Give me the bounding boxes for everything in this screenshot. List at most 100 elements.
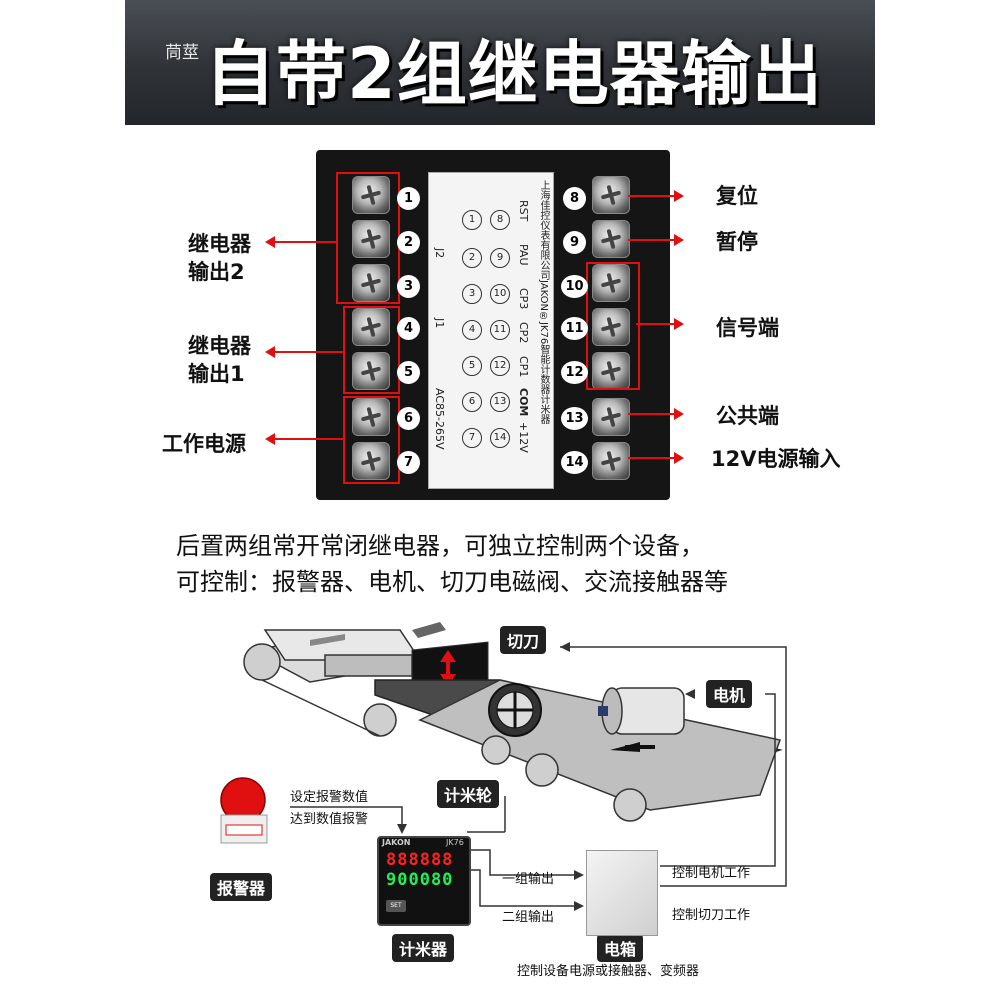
- arrow-line: [628, 239, 674, 241]
- plate-pin-num: 6: [462, 392, 482, 412]
- terminal-number: 1: [397, 187, 420, 210]
- roller: [613, 788, 647, 822]
- text-out1: 一组输出: [502, 872, 555, 887]
- counter-bottom-display: 900080: [386, 870, 454, 890]
- terminal-number: 12: [561, 361, 588, 384]
- arrow-right-icon: [674, 318, 684, 330]
- electric-box: [586, 850, 658, 936]
- plate-j1: J1: [433, 318, 446, 329]
- arrow-left-icon: [265, 346, 275, 358]
- roller: [525, 753, 559, 787]
- wire-cutter: [560, 646, 787, 887]
- terminal-number: 13: [561, 407, 588, 430]
- signal-highlight-box: [586, 262, 640, 390]
- text-out2: 二组输出: [502, 910, 555, 925]
- plate-pin: CP3: [517, 288, 530, 310]
- arrow-right-icon: [674, 190, 684, 202]
- plate-pin: COM: [517, 388, 530, 417]
- counter-brand: JAKON: [382, 838, 411, 847]
- screw-terminal-5: [352, 352, 390, 390]
- text-ctrl-cutter: 控制切刀工作: [672, 908, 751, 923]
- callout-relay2-line1: 继电器: [188, 232, 251, 256]
- label-meter-wheel: 计米轮: [437, 780, 500, 808]
- plate-pin: RST: [517, 200, 530, 222]
- terminal-number: 10: [561, 275, 588, 298]
- plate-pin-num: 14: [490, 428, 510, 448]
- label-alarm: 报警器: [210, 873, 273, 901]
- title-banner: [125, 0, 875, 125]
- motor-body: [611, 687, 685, 735]
- counter-set-button: SET: [386, 900, 406, 912]
- counter-model: JK76: [446, 838, 464, 847]
- screw-terminal-1: [352, 176, 390, 214]
- plate-pin-num: 11: [490, 320, 510, 340]
- direction-arrow-icon: [310, 634, 345, 646]
- screw-terminal-2: [352, 220, 390, 258]
- screw-terminal-7: [352, 442, 390, 480]
- callout-common: 公共端: [716, 404, 779, 428]
- arrow-line: [636, 323, 674, 325]
- screw-terminal-8: [592, 176, 630, 214]
- label-cutter: 切刀: [500, 626, 547, 654]
- screw-terminal-10: [592, 264, 630, 302]
- callout-12v: 12V电源输入: [711, 447, 841, 471]
- up-arrow-icon: [440, 650, 456, 662]
- callout-reset: 复位: [716, 184, 758, 208]
- plate-power-rating: AC85-265V: [433, 388, 446, 450]
- terminal-number: 14: [561, 451, 588, 474]
- arrow-right-icon: [674, 408, 684, 420]
- text-ctrl-motor: 控制电机工作: [672, 866, 751, 881]
- plate-pin-num: 8: [490, 210, 510, 230]
- plate-pin: +12V: [517, 422, 530, 453]
- terminal-number: 9: [563, 231, 586, 254]
- meter-counter-device: [377, 836, 471, 926]
- label-counter: 计米器: [392, 934, 455, 962]
- counter-top-display: 888888: [386, 850, 454, 870]
- product-sheet: [324, 654, 413, 677]
- roller: [243, 643, 281, 681]
- arrow-line: [628, 457, 674, 459]
- wire-out1: [467, 849, 580, 876]
- terminal-number: 11: [561, 317, 588, 340]
- arrow-line: [274, 241, 336, 243]
- roller: [481, 735, 511, 765]
- conveyor-diagram: [220, 622, 787, 919]
- label-ebox: 电箱: [597, 934, 644, 962]
- terminal-number: 6: [397, 407, 420, 430]
- screw-terminal-13: [592, 398, 630, 436]
- arrow-line: [628, 195, 674, 197]
- relay1-highlight-box: [343, 306, 400, 394]
- terminal-number: 2: [397, 231, 420, 254]
- description-line-1: 后置两组常开常闭继电器，可独立控制两个设备，: [176, 532, 704, 560]
- plate-pin: PAU: [517, 244, 530, 266]
- plate-pin-num: 7: [462, 428, 482, 448]
- relay2-highlight-box: [336, 172, 400, 304]
- text-ctrl-device: 控制设备电源或接触器、变频器: [517, 964, 700, 979]
- screw-terminal-12: [592, 352, 630, 390]
- screw-terminal-4: [352, 308, 390, 346]
- text-set-alarm: 设定报警数值: [290, 790, 369, 805]
- terminal-number: 5: [397, 361, 420, 384]
- arrow-right-icon: [674, 234, 684, 246]
- plate-pin-num: 10: [490, 284, 510, 304]
- callout-power: 工作电源: [162, 432, 246, 456]
- callout-relay1-line1: 继电器: [188, 334, 251, 358]
- plate-title: 上海佳控仪表有限公司JAKON®JK76智能计数器计米器: [538, 180, 549, 425]
- callout-relay2-line2: 输出2: [188, 260, 245, 284]
- plate-pin-num: 13: [490, 392, 510, 412]
- callout-relay1-line2: 输出1: [188, 362, 245, 386]
- terminal-number: 3: [397, 275, 420, 298]
- terminal-number: 8: [563, 187, 586, 210]
- screw-terminal-3: [352, 264, 390, 302]
- callout-pause: 暂停: [716, 230, 758, 254]
- watermark-text: 茼莖: [165, 43, 199, 63]
- power-highlight-box: [343, 396, 400, 484]
- plate-pin-num: 1: [462, 210, 482, 230]
- plate-pin: CP1: [517, 356, 530, 378]
- arrow-left-icon: [265, 433, 275, 445]
- plate-pin-num: 9: [490, 248, 510, 268]
- screw-terminal-9: [592, 220, 630, 258]
- plate-pin-num: 5: [462, 356, 482, 376]
- description-line-2: 可控制：报警器、电机、切刀电磁阀、交流接触器等: [176, 568, 728, 596]
- plate-pin-num: 12: [490, 356, 510, 376]
